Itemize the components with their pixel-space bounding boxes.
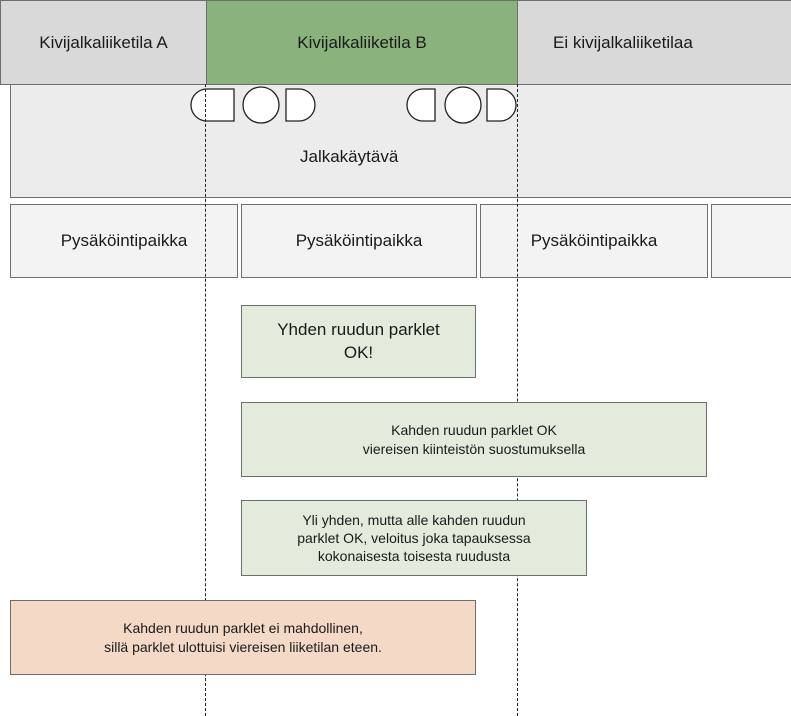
parking-space-4 (711, 204, 791, 278)
note-double-parklet-consent: Kahden ruudun parklet OK viereisen kiint… (241, 402, 707, 477)
sidewalk (10, 84, 791, 198)
furniture-set-right-icon (406, 86, 517, 124)
note-double-parklet-consent-text: Kahden ruudun parklet OK viereisen kiint… (362, 421, 586, 457)
parking-space-2: Pysäköintipaikka (241, 204, 477, 278)
shop-b: Kivijalkaliiketila B (206, 0, 518, 85)
note-double-parklet-not-possible: Kahden ruudun parklet ei mahdollinen, si… (10, 600, 476, 675)
shop-a-label: Kivijalkaliiketila A (39, 32, 168, 52)
no-shop-label: Ei kivijalkaliiketilaa (553, 32, 693, 52)
shop-b-label: Kivijalkaliiketila B (297, 32, 427, 52)
parking-space-3: Pysäköintipaikka (480, 204, 708, 278)
parking-space-label: Pysäköintipaikka (530, 231, 658, 250)
furniture-set-left-icon (190, 86, 316, 124)
no-shop: Ei kivijalkaliiketilaa (517, 0, 791, 85)
shop-a: Kivijalkaliiketila A (0, 0, 207, 85)
note-single-parklet-text: Yhden ruudun parklet OK! (277, 320, 440, 362)
note-single-parklet: Yhden ruudun parklet OK! (241, 305, 476, 378)
note-partial-parklet-text: Yli yhden, mutta alle kahden ruudun park… (297, 511, 531, 565)
boundary-line-right (517, 84, 518, 716)
note-partial-parklet: Yli yhden, mutta alle kahden ruudun park… (241, 500, 587, 576)
parking-space-label: Pysäköintipaikka (60, 231, 188, 250)
parking-space-1: Pysäköintipaikka (10, 204, 238, 278)
parking-space-label: Pysäköintipaikka (295, 231, 423, 250)
note-double-parklet-not-possible-text: Kahden ruudun parklet ei mahdollinen, si… (104, 619, 382, 655)
sidewalk-label: Jalkakäytävä (300, 147, 399, 166)
boundary-line-left (205, 84, 206, 716)
